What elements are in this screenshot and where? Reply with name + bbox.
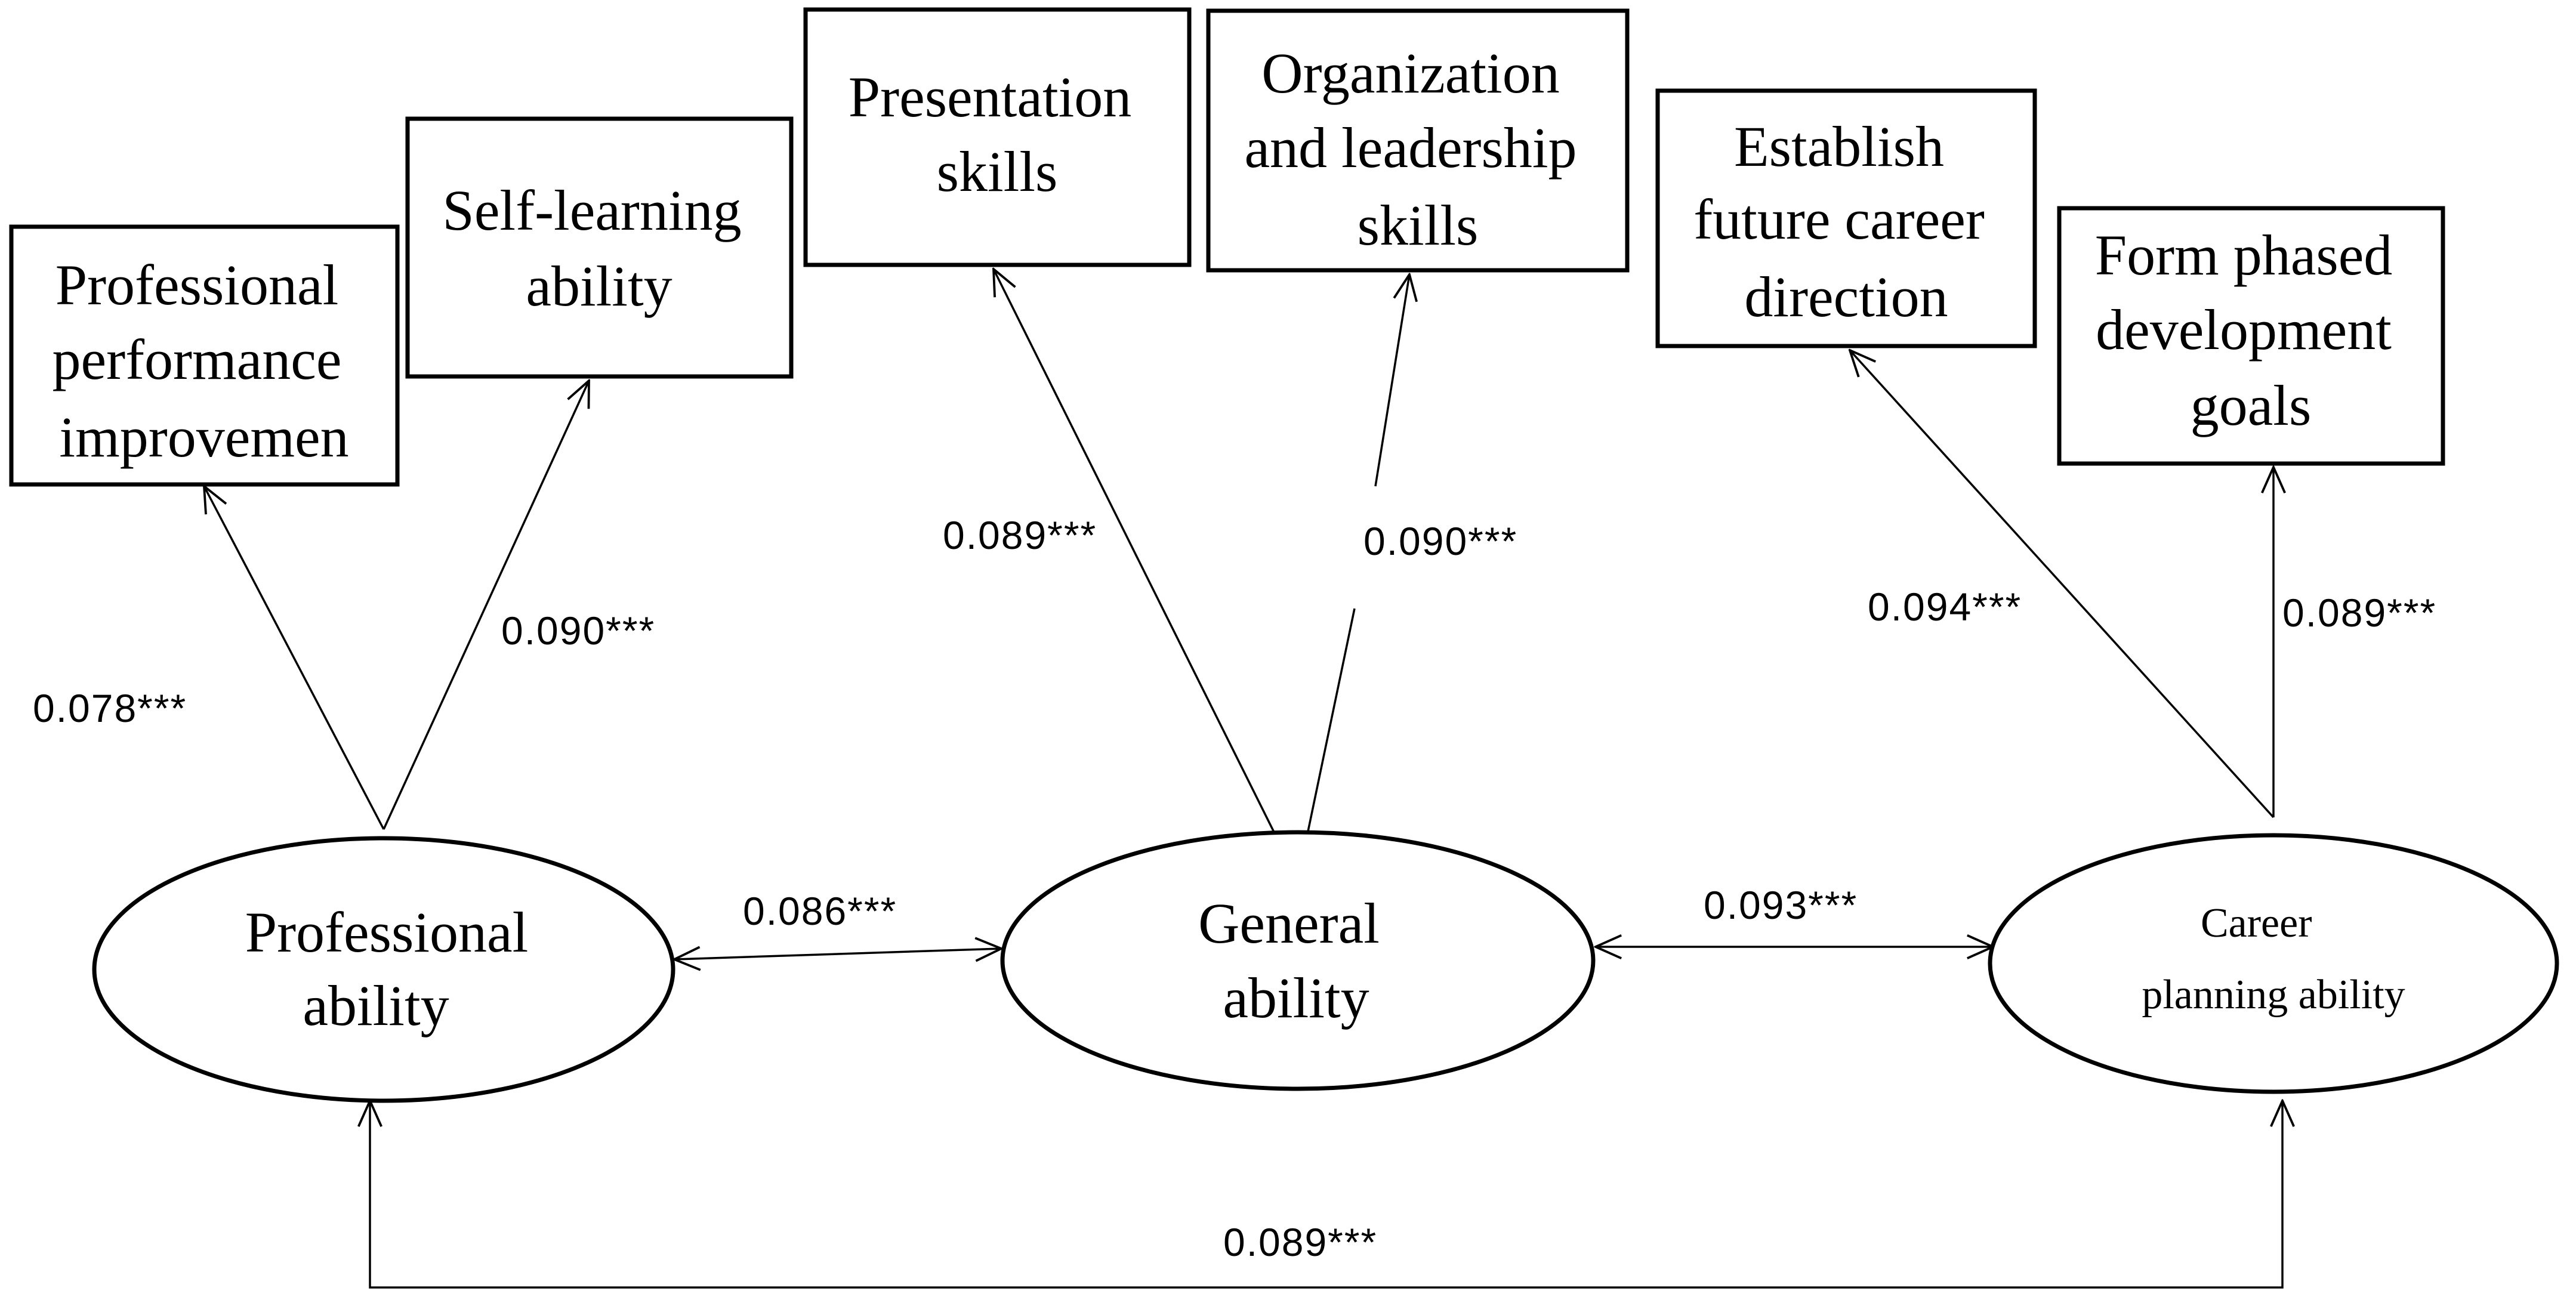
indicator-line: Self-learning (442, 178, 741, 242)
loading-value-phased-goals: 0.089*** (2282, 591, 2436, 635)
loading-arrow-organization-upper (1374, 274, 1409, 487)
factor-line: Career (2201, 900, 2312, 946)
indicator-line: ability (526, 254, 672, 318)
indicator-phased-goals: Form phased development goals (2057, 206, 2445, 466)
indicator-line: Presentation (849, 65, 1132, 129)
svg-text:Presentation skills: Presentation skills (849, 65, 1146, 203)
indicator-line: Professional (55, 253, 339, 317)
loading-arrow-establish-career (1850, 350, 2275, 819)
indicator-line: and leadership (1244, 116, 1577, 180)
indicator-line: direction (1744, 265, 1948, 329)
factor-career-planning-ability: Career planning ability (1988, 833, 2559, 1094)
svg-text:Form phased development: Form phased development goals (2095, 223, 2407, 437)
svg-text:Organization and leaders: Organization and leadership skills (1244, 41, 1591, 257)
corr-value-professional-general: 0.086*** (743, 889, 897, 933)
indicator-line: goals (2191, 373, 2312, 437)
indicator-line: Establish (1734, 115, 1944, 178)
svg-text:Self-learning ability: Self-learning ability (442, 178, 755, 318)
svg-text:Professional performance: Professional performance improvemen (52, 253, 356, 469)
indicator-line: Form phased (2095, 223, 2393, 287)
indicator-line: skills (1358, 193, 1479, 257)
indicator-self-learning: Self-learning ability (405, 116, 794, 379)
factor-line: planning ability (2142, 972, 2405, 1018)
svg-text:Career planning ability: Career planning ability (2142, 900, 2405, 1018)
corr-value-professional-career: 0.089*** (1223, 1220, 1377, 1264)
indicator-professional-performance: Professional performance improvemen (9, 224, 400, 487)
svg-text:General ability: General ability (1198, 891, 1394, 1030)
corr-arrow-professional-general (674, 949, 1001, 959)
loading-value-self-learning: 0.090*** (501, 609, 655, 653)
loading-value-professional-performance: 0.078*** (33, 686, 187, 730)
loading-value-presentation: 0.089*** (943, 513, 1097, 557)
indicator-line: development (2096, 298, 2392, 362)
indicator-presentation: Presentation skills (803, 7, 1192, 267)
loading-arrow-self-learning (382, 381, 589, 830)
svg-text:Establish future career: Establish future career direction (1693, 115, 1999, 329)
loading-arrow-presentation (994, 269, 1299, 881)
indicator-line: Organization (1261, 41, 1559, 105)
indicator-line: future career (1693, 187, 1985, 251)
factor-line: General (1198, 891, 1380, 955)
corr-value-general-career: 0.093*** (1704, 883, 1858, 927)
indicator-line: improvemen (59, 405, 348, 469)
factor-line: ability (303, 974, 449, 1037)
factor-line: ability (1223, 966, 1369, 1030)
loading-value-organization: 0.090*** (1363, 519, 1517, 563)
indicator-establish-career: Establish future career direction (1655, 88, 2037, 348)
loading-value-establish-career: 0.094*** (1868, 585, 2022, 629)
indicator-line: performance (52, 328, 341, 391)
indicator-line: skills (937, 140, 1058, 203)
factor-professional-ability: Professional ability (92, 836, 675, 1103)
indicator-organization: Organization and leadership skills (1206, 8, 1630, 273)
svg-text:Professional ability: Professional ability (245, 900, 543, 1037)
loading-arrow-professional-performance (204, 486, 385, 830)
factor-line: Professional (245, 900, 529, 964)
corr-arrow-professional-career (370, 1101, 2282, 1289)
factor-general-ability: General ability (1000, 830, 1596, 1091)
